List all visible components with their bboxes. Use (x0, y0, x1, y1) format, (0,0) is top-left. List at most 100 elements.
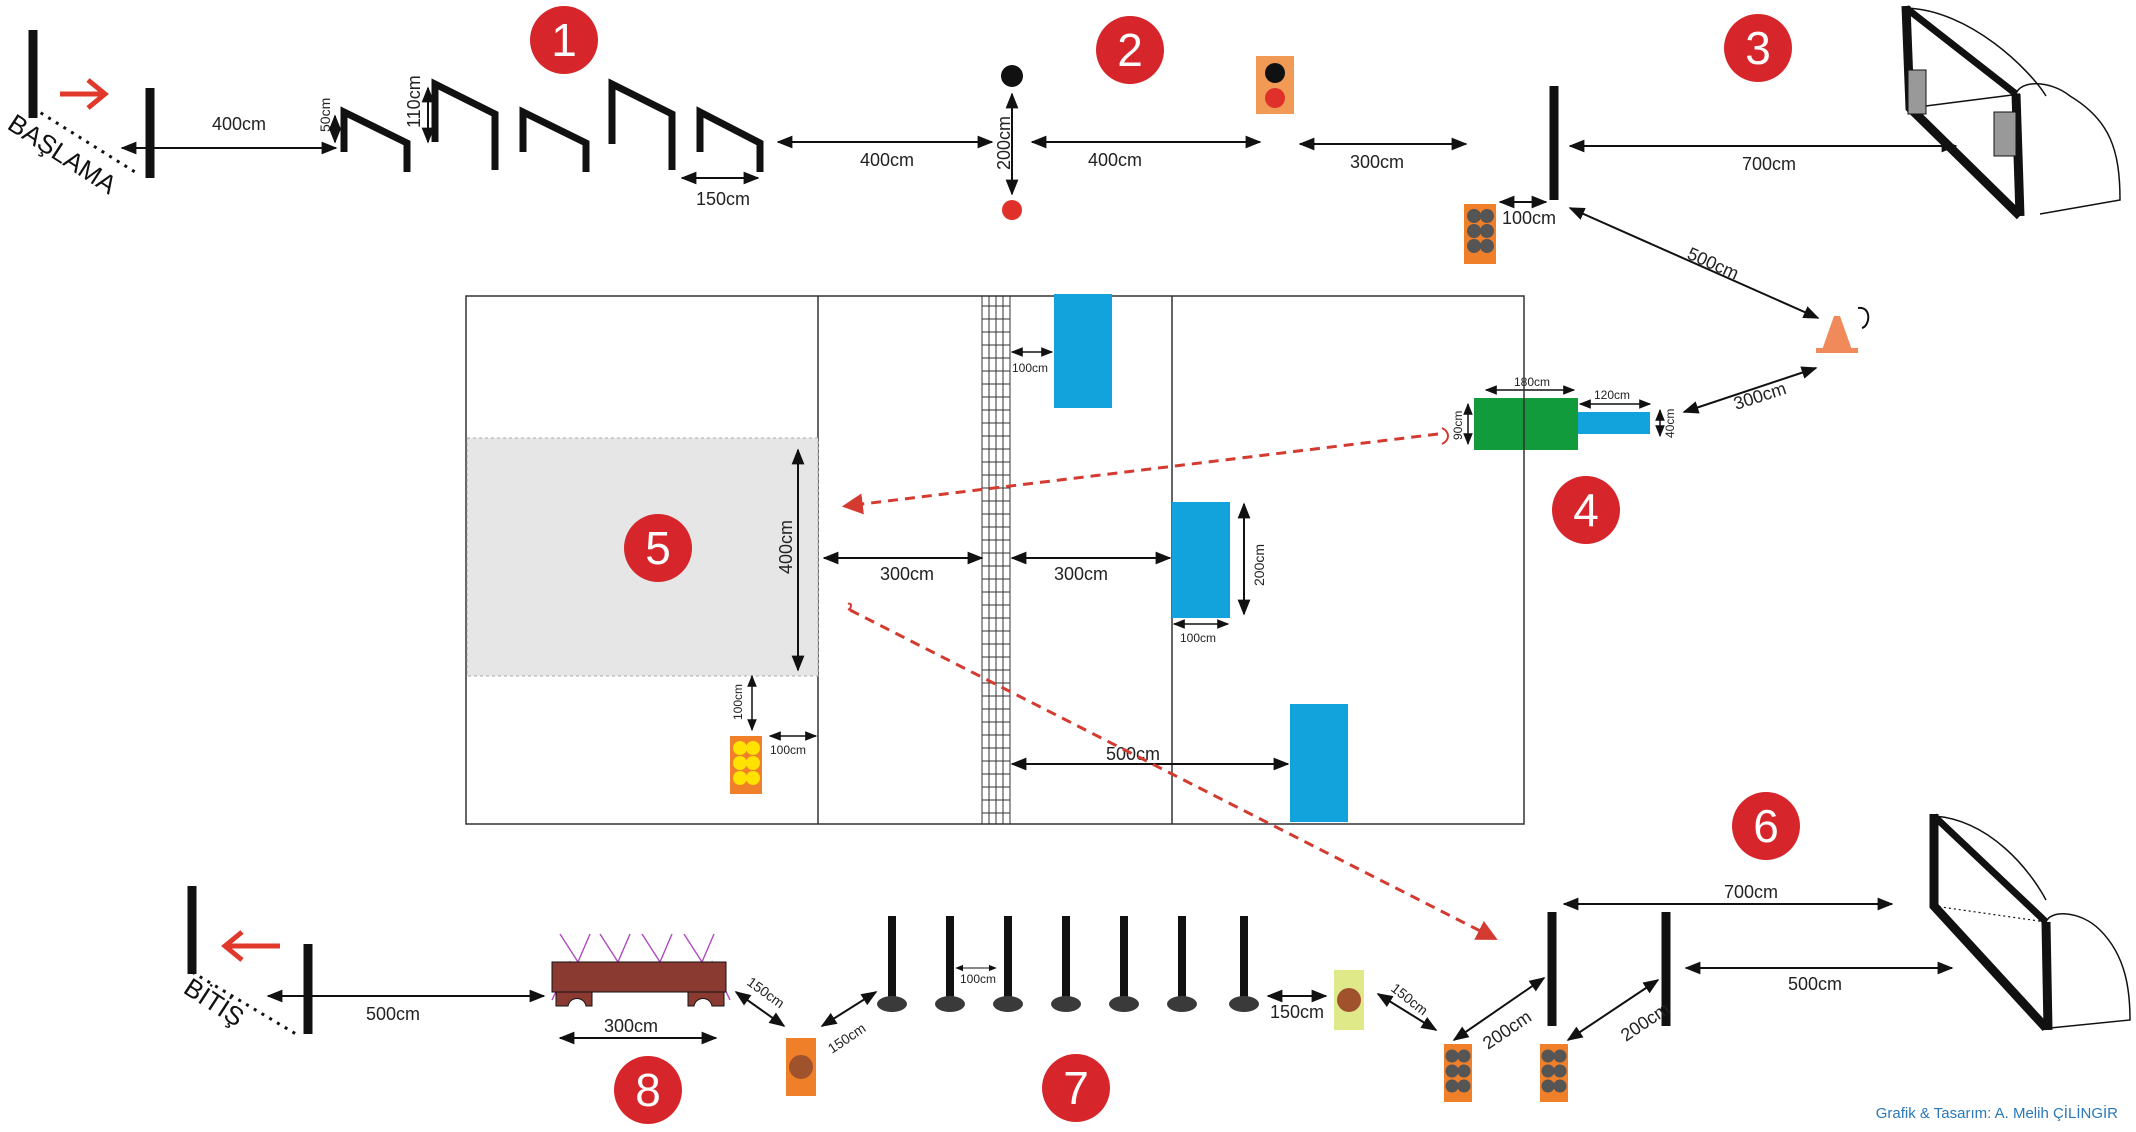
station-badge-5: 5 (624, 514, 692, 582)
credit-text: Grafik & Tasarım: A. Melih ÇİLİNGİR (1875, 1105, 2118, 1122)
net (981, 295, 1011, 825)
svg-text:2: 2 (1117, 24, 1143, 76)
dim-label: 150cm (696, 189, 750, 209)
dim-label: 100cm (1502, 208, 1556, 228)
station-badge-4: 4 (1552, 476, 1620, 544)
dim-label: 200cm (1251, 544, 1267, 586)
dim-label: 400cm (212, 114, 266, 134)
svg-text:4: 4 (1573, 484, 1599, 536)
dim-label: 150cm (744, 973, 787, 1011)
start-area: BAŞLAMA (3, 30, 155, 200)
dim-label: 200cm (1479, 1007, 1535, 1054)
svg-text:7: 7 (1063, 1062, 1089, 1114)
dim-label: 300cm (1731, 378, 1789, 414)
hurdle-tall (608, 78, 676, 170)
hurdle-small (340, 106, 411, 172)
start-label: BAŞLAMA (3, 108, 123, 200)
goal-icon (1901, 5, 2121, 220)
court: 100cm 400cm 300cm 300cm 200cm 100cm 500c… (465, 294, 1525, 825)
slalom-pole (1109, 916, 1139, 1012)
finish-direction-arrow-icon (221, 930, 280, 962)
target-blue-bottom (1290, 704, 1348, 822)
dim-label: 100cm (1180, 631, 1216, 645)
ball-crate-icon (1540, 1044, 1568, 1102)
station-badges: 1 2 3 4 5 6 7 8 (530, 6, 1800, 1124)
station-badge-6: 6 (1732, 792, 1800, 860)
bench-icon (551, 933, 731, 1007)
dim-label: 100cm (1012, 361, 1048, 375)
dim-label: 400cm (860, 150, 914, 170)
finish-label: BİTİŞ (179, 972, 250, 1033)
dim-label: 180cm (1514, 375, 1550, 389)
dim-label: 100cm (960, 972, 996, 986)
dim-label: 100cm (731, 684, 745, 720)
svg-text:5: 5 (645, 522, 671, 574)
station-badge-3: 3 (1724, 14, 1792, 82)
dim-label: 500cm (1106, 744, 1160, 764)
ball-crate-icon (1464, 204, 1496, 264)
station-badge-8: 8 (614, 1056, 682, 1124)
ball-crate-icon (730, 736, 762, 794)
slalom-pole (935, 916, 965, 1012)
slalom-pole (877, 916, 907, 1012)
dim-label: 90cm (1451, 411, 1465, 440)
goal-icon (1929, 813, 2131, 1032)
target-blue-middle (1172, 502, 1230, 618)
svg-text:3: 3 (1745, 22, 1771, 74)
hurdle-small (519, 106, 590, 172)
station4: 180cm 120cm 90cm 40cm (1451, 375, 1677, 450)
hurdle-small (696, 106, 764, 172)
station7: 100cm 150cm 150cm (820, 916, 1364, 1057)
dim-label: 50cm (317, 98, 333, 132)
pole-bottom-marker (1002, 200, 1022, 220)
dim-label: 300cm (1350, 152, 1404, 172)
start-dotted-line (32, 106, 136, 174)
pole-top-marker (1001, 65, 1023, 87)
slalom-pole (1051, 916, 1081, 1012)
dim-label: 400cm (1088, 150, 1142, 170)
dim-label: 300cm (604, 1016, 658, 1036)
dim-label: 500cm (366, 1004, 420, 1024)
traffic-light-icon (786, 1038, 816, 1096)
slalom-pole (1167, 916, 1197, 1012)
dim-label: 500cm (1788, 974, 1842, 994)
slalom-poles (877, 916, 1259, 1012)
dim-label: 120cm (1594, 388, 1630, 402)
dim-label: 300cm (1054, 564, 1108, 584)
dim-label: 150cm (1270, 1002, 1324, 1022)
dim-label: 100cm (770, 743, 806, 757)
hurdles (340, 78, 764, 172)
flight-paths (841, 427, 1498, 940)
start-direction-arrow-icon (60, 78, 109, 110)
slalom-pole (1229, 916, 1259, 1012)
slalom-pole (993, 916, 1023, 1012)
dim-label: 500cm (1684, 243, 1741, 283)
dim-label: 400cm (776, 520, 796, 574)
svg-text:6: 6 (1753, 800, 1779, 852)
dim-label: 700cm (1724, 882, 1778, 902)
station1-dimensions: 400cm 50cm 110cm 150cm 400cm (120, 75, 994, 209)
station2: 200cm 400cm 300cm (994, 56, 1468, 220)
cone-icon (1816, 306, 1870, 353)
traffic-light-icon (1256, 56, 1294, 114)
station3: 700cm 100cm 500cm 300cm (1464, 5, 2121, 414)
station-badge-2: 2 (1096, 16, 1164, 84)
blue-bar (1578, 412, 1650, 434)
dim-label: 40cm (1663, 409, 1677, 438)
dim-label: 110cm (404, 75, 424, 128)
target-blue-top (1054, 294, 1112, 408)
svg-text:8: 8 (635, 1064, 661, 1116)
dim-label: 300cm (880, 564, 934, 584)
hurdle-tall (431, 78, 499, 170)
traffic-light-icon (1334, 970, 1364, 1030)
station-badge-7: 7 (1042, 1054, 1110, 1122)
dim-label: 200cm (994, 116, 1014, 170)
green-box (1474, 398, 1578, 450)
ball-crate-icon (1444, 1044, 1472, 1102)
station-badge-1: 1 (530, 6, 598, 74)
finish-dotted-line (191, 970, 297, 1036)
dim-label: 150cm (825, 1020, 869, 1057)
station8: 300cm 150cm 500cm BİTİŞ (179, 886, 816, 1096)
dim-label: 700cm (1742, 154, 1796, 174)
